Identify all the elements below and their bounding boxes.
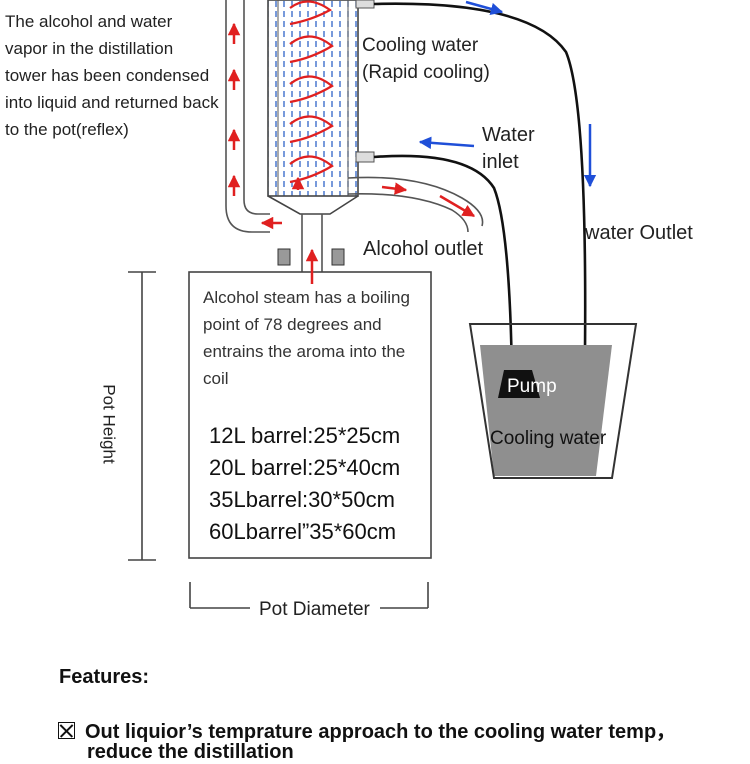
barrel-size-item: 60Lbarrel”35*60cm: [209, 519, 397, 544]
feature-text: Out liquior’s temprature approach to the…: [85, 721, 677, 743]
barrel-size-item: 35Lbarrel:30*50cm: [209, 487, 395, 512]
reflux-note-line: tower has been condensed: [5, 66, 210, 85]
water-inlet-line: Water: [482, 124, 535, 146]
cooling-bucket: [468, 323, 638, 479]
reflux-note: The alcohol and water vapor in the disti…: [5, 8, 219, 143]
pot: [188, 271, 432, 559]
vapor-arrows: [227, 22, 476, 284]
pot-note-line: entrains the aroma into the: [203, 342, 406, 361]
reflux-note-line: The alcohol and water: [5, 12, 173, 31]
reflux-pipe: [225, 0, 270, 233]
reflux-note-line: into liquid and returned back: [5, 93, 219, 112]
water-flow-arrows: [418, 0, 597, 188]
feature-item: Out liquior’s temprature approach to the…: [58, 715, 676, 744]
pot-note-line: point of 78 degrees and: [203, 315, 382, 334]
barrel-size-item: 20L barrel:25*40cm: [209, 455, 401, 480]
alcohol-outlet-pipe: [347, 176, 484, 227]
water-outlet-label: water Outlet: [585, 222, 693, 244]
alcohol-outlet-label: Alcohol outlet: [363, 238, 484, 260]
pump-label: Pump: [507, 376, 557, 397]
inlet-hose: [373, 154, 514, 381]
reflux-note-line: vapor in the distillation: [5, 39, 174, 58]
pot-height-label: Pot Height: [99, 384, 119, 464]
pump-body: [498, 370, 540, 398]
pot-note-line: Alcohol steam has a boiling: [203, 288, 410, 307]
cooling-water-line: (Rapid cooling): [362, 62, 490, 83]
clamp-right: [331, 248, 345, 266]
pot-note-line: coil: [203, 369, 229, 388]
barrel-size-item: 12L barrel:25*25cm: [209, 423, 401, 448]
cooling-water-bucket-label: Cooling water: [490, 428, 607, 449]
condenser-column: [267, 0, 359, 215]
pot-note: Alcohol steam has a boiling point of 78 …: [203, 284, 410, 392]
pot-diameter-label: Pot Diameter: [259, 599, 370, 620]
barrel-size-list: 12L barrel:25*25cm 20L barrel:25*40cm 35…: [209, 420, 400, 548]
cooling-water-line: Cooling water: [362, 35, 479, 56]
water-inlet-line: inlet: [482, 151, 519, 173]
outlet-hose: [373, 2, 587, 421]
cooling-water-label: Cooling water (Rapid cooling): [362, 32, 490, 86]
water-inlet-label: Water inlet: [482, 122, 535, 176]
pot-height-dimension: [128, 271, 156, 561]
clamp-left: [277, 248, 291, 266]
pot-diameter-dimension: [189, 582, 429, 609]
features-title: Features:: [59, 666, 150, 688]
checkbox-icon: [58, 722, 75, 739]
feature-item-cut: reduce the distillation: [87, 741, 294, 763]
reflux-note-line: to the pot(reflex): [5, 120, 129, 139]
